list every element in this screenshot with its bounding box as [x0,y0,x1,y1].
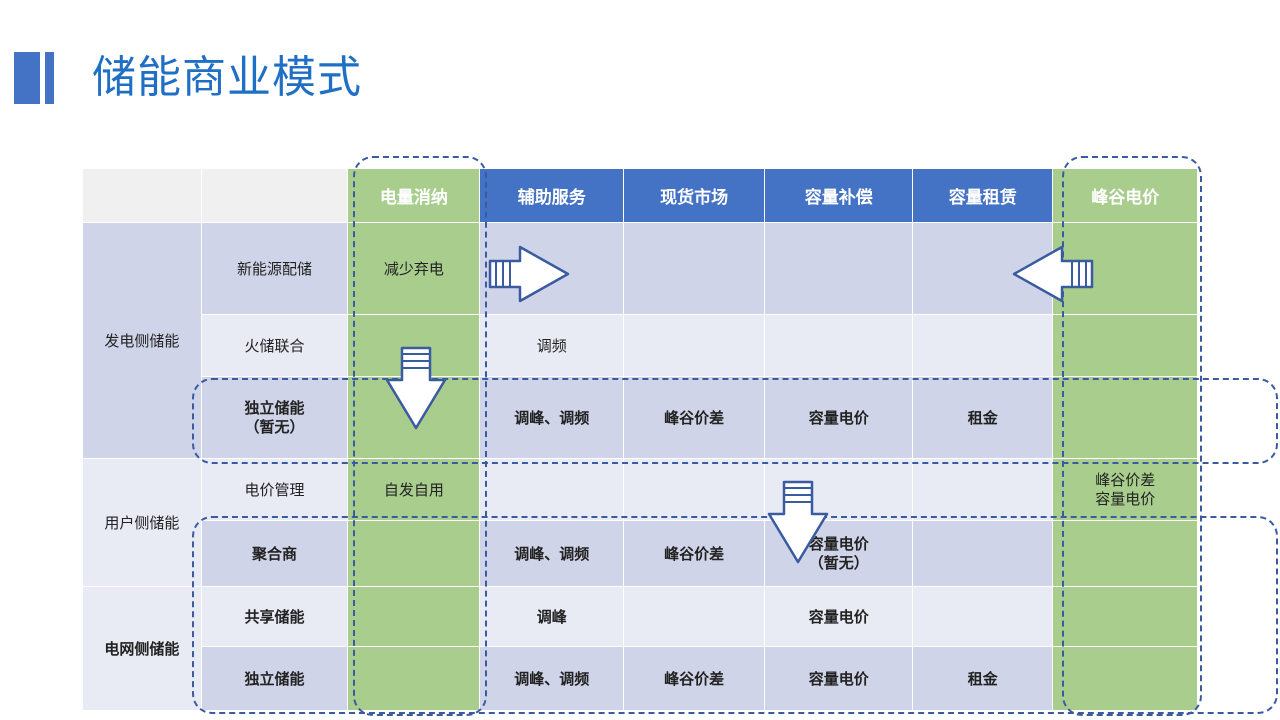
cell-g0r1-auxiliary-service: 调频 [479,314,624,377]
table-row: 聚合商 调峰、调频 峰谷价差 容量电价（暂无） [83,520,1198,587]
title-accent-block-large [14,52,40,104]
cell-g0r2-auxiliary-service: 调峰、调频 [479,376,624,459]
cell-g2r0-peak-valley-price [1052,586,1198,647]
matrix-table: 电量消纳 辅助服务 现货市场 容量补偿 容量租赁 峰谷电价 发电侧储能 新能源配… [82,168,1198,711]
table-row: 独立储能 调峰、调频 峰谷价差 容量电价 租金 [83,646,1198,711]
cell-g1r1-capacity-compensation: 容量电价（暂无） [764,520,914,587]
header-spot-market: 现货市场 [622,168,766,223]
cell-g2r1-auxiliary-service: 调峰、调频 [479,646,624,711]
cell-g0r0-energy-absorption: 减少弃电 [347,222,481,315]
cell-g2r0-spot-market [622,586,766,647]
group-label-grid-side: 电网侧储能 [82,586,202,711]
table-row: 用户侧储能 电价管理 自发自用 峰谷价差容量电价 [82,458,1198,587]
header-peak-valley-price: 峰谷电价 [1052,168,1198,223]
table-row: 独立储能（暂无） 调峰、调频 峰谷价差 容量电价 租金 [83,376,1198,459]
subrow-label-price-management: 电价管理 [200,458,349,521]
cell-g0r2-energy-absorption [347,376,481,459]
header-blank-sub [200,168,349,223]
table-header-row: 电量消纳 辅助服务 现货市场 容量补偿 容量租赁 峰谷电价 [82,168,1198,223]
table-row: 发电侧储能 新能源配储 减少弃电 [82,222,1198,459]
cell-g2r0-capacity-compensation: 容量电价 [764,586,914,647]
cell-g1r1-capacity-lease [912,520,1054,587]
subrow-label-shared-storage: 共享储能 [200,586,349,647]
group-label-user-side: 用户侧储能 [82,458,202,587]
business-model-matrix: 电量消纳 辅助服务 现货市场 容量补偿 容量租赁 峰谷电价 发电侧储能 新能源配… [82,168,1198,711]
cell-g1r1-energy-absorption [347,520,481,587]
header-blank-group [82,168,202,223]
group-label-generation-side: 发电侧储能 [82,222,202,459]
cell-g2r1-peak-valley-price [1052,646,1198,711]
subrow-label-independent-storage: 独立储能 [200,646,349,711]
cell-g1r0-energy-absorption: 自发自用 [347,458,481,521]
subrow-label-independent-storage-none: 独立储能（暂无） [200,376,349,459]
cell-g1r0-spot-market [622,458,766,521]
header-capacity-lease: 容量租赁 [912,168,1054,223]
cell-g2r0-capacity-lease [912,586,1054,647]
cell-g1r0-auxiliary-service [479,458,624,521]
cell-g1r1-auxiliary-service: 调峰、调频 [479,520,624,587]
cell-g0r2-capacity-lease: 租金 [912,376,1054,459]
cell-g2r1-capacity-lease: 租金 [912,646,1054,711]
header-capacity-compensation: 容量补偿 [764,168,914,223]
cell-g1r0-peak-valley-price: 峰谷价差容量电价 [1052,458,1198,521]
cell-g0r0-capacity-compensation [764,222,914,315]
cell-g0r1-peak-valley-price [1052,314,1198,377]
cell-g0r0-spot-market [622,222,766,315]
subrow-label-thermal-storage: 火储联合 [200,314,349,377]
cell-g2r1-spot-market: 峰谷价差 [622,646,766,711]
table-row: 电网侧储能 共享储能 调峰 容量电价 [82,586,1198,711]
header-auxiliary-service: 辅助服务 [479,168,624,223]
cell-g2r1-energy-absorption [347,646,481,711]
page-title: 储能商业模式 [92,52,362,103]
cell-g0r1-spot-market [622,314,766,377]
cell-g0r0-auxiliary-service [479,222,624,315]
cell-g1r0-capacity-lease [912,458,1054,521]
cell-g1r0-capacity-compensation [764,458,914,521]
subrow-label-new-energy-storage: 新能源配储 [200,222,349,315]
cell-g0r1-capacity-compensation [764,314,914,377]
cell-g0r0-peak-valley-price [1052,222,1198,315]
cell-g1r1-peak-valley-price [1052,520,1198,587]
title-decoration [14,52,54,104]
cell-g0r2-peak-valley-price [1052,376,1198,459]
cell-g2r1-capacity-compensation: 容量电价 [764,646,914,711]
subrow-label-aggregator: 聚合商 [200,520,349,587]
cell-g0r1-capacity-lease [912,314,1054,377]
cell-g2r0-auxiliary-service: 调峰 [479,586,624,647]
cell-g2r0-energy-absorption [347,586,481,647]
cell-g0r2-spot-market: 峰谷价差 [622,376,766,459]
cell-g0r1-energy-absorption [347,314,481,377]
title-accent-block-small [45,52,54,104]
header-energy-absorption: 电量消纳 [347,168,481,223]
table-row: 火储联合 调频 [83,314,1198,377]
cell-g1r1-spot-market: 峰谷价差 [622,520,766,587]
cell-g0r2-capacity-compensation: 容量电价 [764,376,914,459]
cell-g0r0-capacity-lease [912,222,1054,315]
